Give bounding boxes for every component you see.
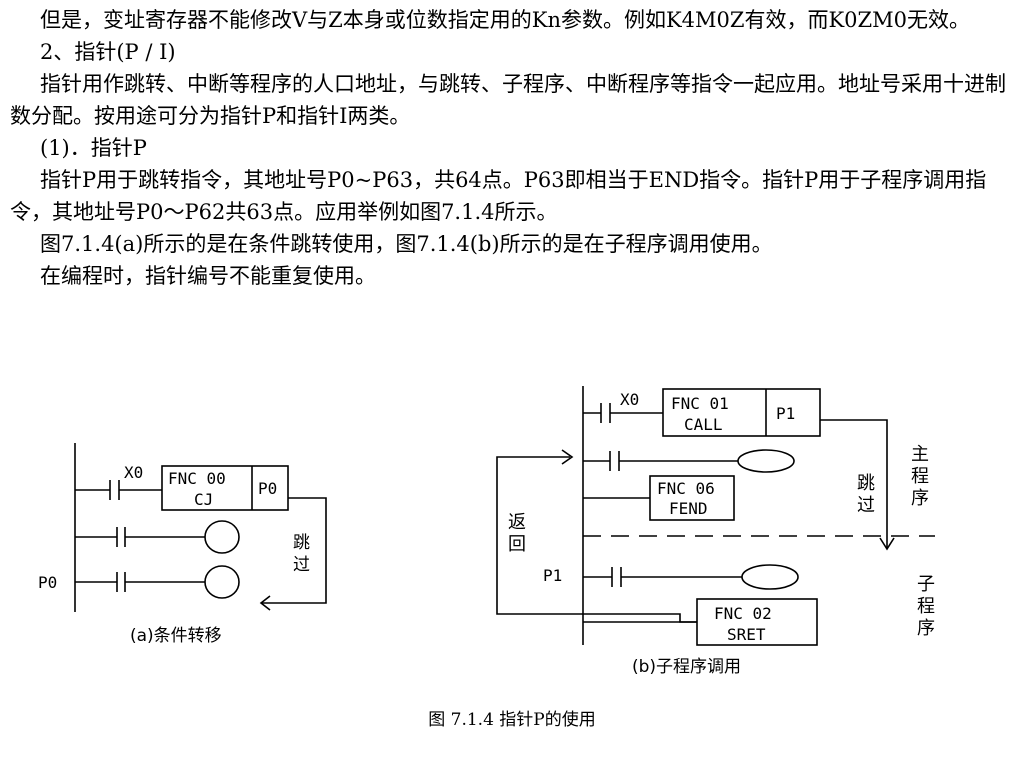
figure-b-fend-code: FNC 06 [657, 479, 715, 498]
figure-a-p0-label: P0 [38, 573, 57, 592]
figure-b-sret-name: SRET [727, 625, 766, 644]
figure-a-coil-2 [204, 565, 240, 599]
figure-b-jump-arrow [820, 419, 888, 548]
heading-pointer-p: (1)．指针P [40, 136, 147, 160]
figure-a-cj-box [161, 465, 289, 511]
figure-b-p1-label: P1 [543, 566, 562, 585]
figure-b-subroutine-call [496, 386, 935, 646]
figure-b-main-text-3: 序 [911, 488, 929, 509]
figure-a-jump-text-1: 跳 [293, 533, 310, 553]
figure-b-coil-2 [741, 564, 799, 590]
heading-pointer-pi: 2、指针(P / I) [40, 40, 176, 64]
figure-b-main-text-2: 程 [911, 466, 929, 487]
figure-a-fnc-code: FNC 00 [168, 469, 226, 488]
figure-b-fend-name: FEND [669, 499, 708, 518]
figure-a-jump-text-2: 过 [293, 555, 310, 575]
figure-b-jump-text-2: 过 [857, 495, 875, 516]
figure-caption: 图 7.1.4 指针P的使用 [428, 710, 596, 730]
figure-b-call-pointer: P1 [776, 404, 795, 423]
paragraph-no-repeat: 在编程时，指针编号不能重复使用。 [40, 264, 376, 288]
body-text: 但是，变址寄存器不能修改V与Z本身或位数指定用的Kn参数。例如K4M0Z有效，而… [10, 4, 1014, 292]
figure-b-sub-text-2: 程 [917, 596, 935, 617]
figure-b-sub-text-1: 子 [917, 574, 935, 595]
ladder-diagrams: X0 FNC 00 CJ P0 P0 跳 过 (a)条件转移 [38, 386, 935, 677]
paragraph-pointer-usage: 指针用作跳转、中断等程序的人口地址，与跳转、子程序、中断程序等指令一起应用。地址… [10, 72, 1006, 128]
figure-b-return-text-2: 回 [508, 534, 526, 555]
figure-a-conditional-jump [74, 443, 327, 612]
figure-b-jump-text-1: 跳 [857, 473, 875, 494]
figure-b-call-name: CALL [684, 415, 723, 434]
figure-b-call-code: FNC 01 [671, 394, 729, 413]
figure-b-fend-box [649, 475, 735, 521]
figure-a-caption: (a)条件转移 [130, 626, 222, 646]
paragraph-pointer-p-range: 指针P用于跳转指令，其地址号P0~P63，共64点。P63即相当于END指令。指… [10, 168, 987, 224]
figure-a-fnc-name: CJ [194, 490, 213, 509]
figure-a-pointer-p0: P0 [258, 479, 277, 498]
figure-a-jump-arrow [262, 497, 327, 604]
paragraph-index-register: 但是，变址寄存器不能修改V与Z本身或位数指定用的Kn参数。例如K4M0Z有效，而… [40, 8, 970, 32]
figure-b-sret-code: FNC 02 [714, 604, 772, 623]
figure-b-return-text-1: 返 [508, 512, 526, 533]
figure-a-x0-label: X0 [124, 463, 143, 482]
figure-b-call-box [662, 388, 821, 437]
figure-b-x0-label: X0 [620, 390, 639, 409]
figure-b-coil-1 [737, 449, 795, 473]
figure-a-coil-1 [204, 520, 240, 554]
paragraph-figure-reference: 图7.1.4(a)所示的是在条件跳转使用，图7.1.4(b)所示的是在子程序调用… [40, 232, 773, 256]
figure-b-caption: (b)子程序调用 [632, 657, 741, 677]
figure-b-return-arrow [496, 456, 697, 623]
figure-b-sub-text-3: 序 [917, 618, 935, 639]
figure-b-main-text-1: 主 [911, 444, 929, 465]
